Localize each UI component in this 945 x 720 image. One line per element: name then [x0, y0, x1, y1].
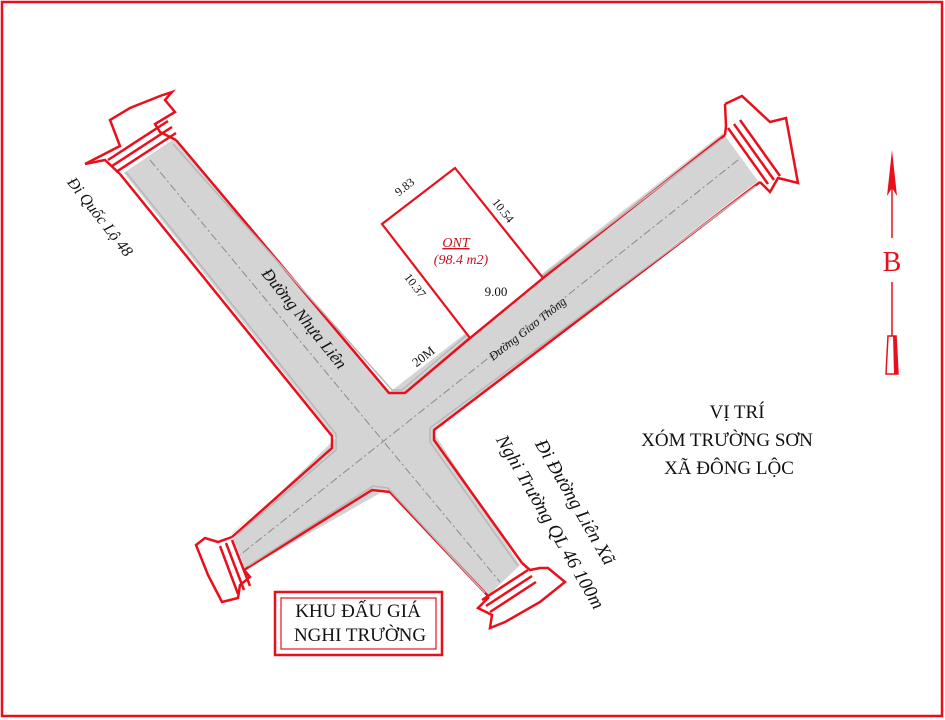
- centerline-nw-se: [149, 159, 501, 583]
- location-commune: XÃ ĐÔNG LỘC: [664, 457, 794, 479]
- compass-north-letter: B: [883, 247, 902, 278]
- north-arrow-icon: [885, 150, 899, 375]
- lot-dim-bottom: 9.00: [485, 284, 508, 299]
- centerline-ne-sw: [239, 159, 739, 556]
- road-destination-nw: Đi Quốc Lộ 48: [63, 174, 136, 261]
- arrow-southeast-icon: [475, 562, 567, 630]
- arrow-southwest-icon: [194, 535, 252, 604]
- arrow-northwest-icon: [84, 89, 177, 175]
- lot-area: (98.4 m2): [434, 253, 489, 268]
- auction-area-box: KHU ĐẤU GIÁ NGHI TRƯỜNG: [273, 590, 444, 657]
- lot-code: ONT: [442, 236, 470, 251]
- lot-dim-top: 9.83: [392, 175, 417, 199]
- auction-box-line1: KHU ĐẤU GIÁ: [295, 600, 421, 622]
- road-network: [119, 133, 761, 598]
- road-boundary-west: [119, 173, 334, 538]
- auction-box-line2: NGHI TRƯỜNG: [294, 624, 426, 646]
- location-title: VỊ TRÍ: [709, 401, 764, 423]
- road-boundary-north: [175, 134, 726, 395]
- road-ne-sw-fill: [232, 133, 758, 570]
- road-boundary-east: [432, 181, 761, 564]
- arrow-northeast-icon: [723, 94, 800, 195]
- location-hamlet: XÓM TRƯỜNG SƠN: [641, 429, 813, 451]
- lot-parcel: [380, 166, 545, 340]
